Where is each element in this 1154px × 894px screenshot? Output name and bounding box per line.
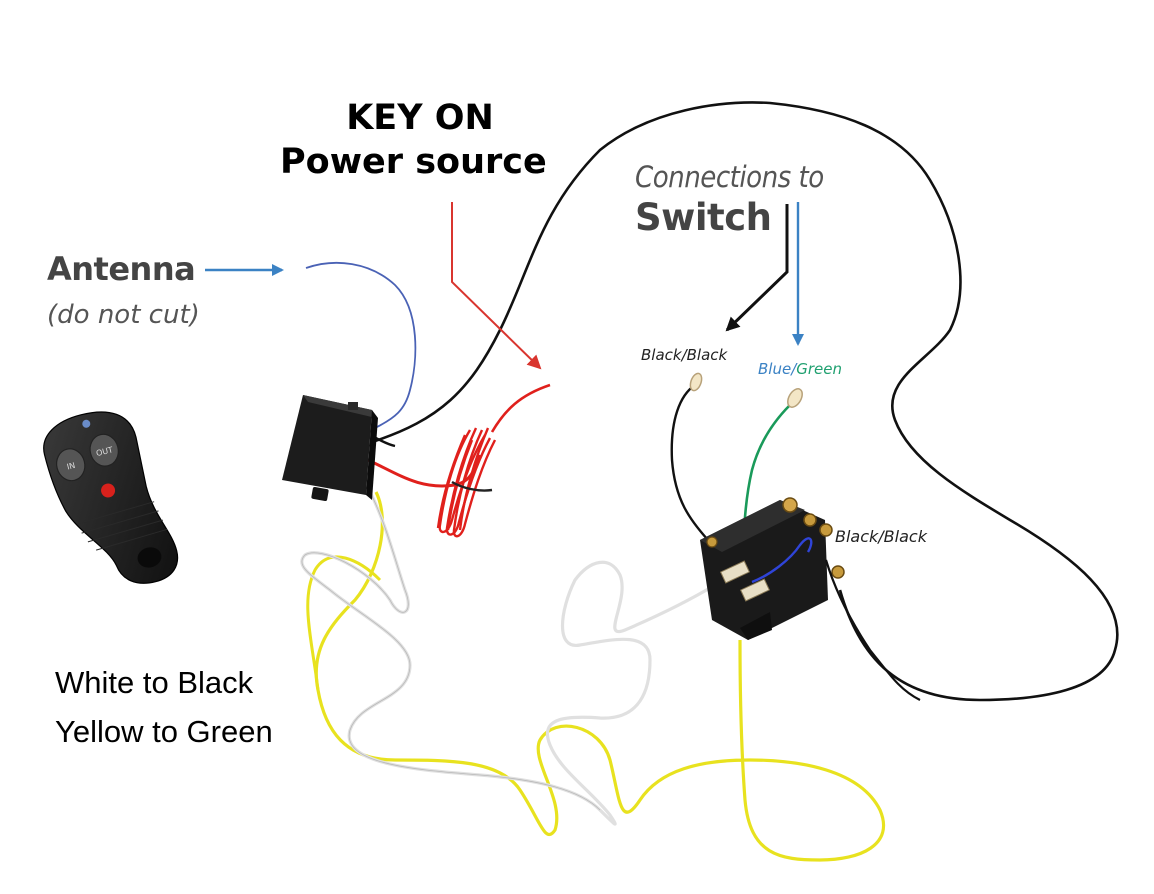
solenoid-switch [700, 497, 845, 640]
black-wire-pigtail [670, 384, 709, 541]
remote-in-label: IN [66, 461, 76, 472]
power-source-arrow [451, 202, 542, 370]
yellow-wire [314, 491, 886, 862]
switch-label: Switch [635, 196, 772, 239]
connections-to-label: Connections to [635, 160, 824, 194]
solenoid-black-out [824, 559, 921, 701]
green-label: Green [796, 360, 843, 378]
black-wire-loop [371, 101, 1119, 702]
remote-control: IN OUT [43, 411, 179, 584]
red-wire-coil [436, 427, 497, 538]
remote-out-label: OUT [95, 445, 114, 458]
blue-label: Blue [758, 360, 792, 378]
white-wire [300, 487, 716, 826]
yellow-to-green-note: Yellow to Green [55, 714, 273, 749]
receiver-box [282, 395, 378, 501]
slash-label: / [791, 360, 797, 378]
antenna-wire [305, 262, 417, 429]
blue-green-label: Blue/Green [758, 360, 842, 378]
green-wire-terminal [787, 388, 803, 408]
key-on-title: KEY ON [346, 98, 494, 138]
black-black-top-label: Black/Black [641, 346, 728, 364]
blue-jumper-wire [751, 537, 813, 584]
power-source-title: Power source [280, 142, 547, 182]
coil-tie [451, 480, 493, 492]
yellow-wire-loop [306, 555, 382, 691]
antenna-label: Antenna [47, 250, 196, 288]
white-to-black-note: White to Black [55, 665, 254, 700]
switch-black-arrow [725, 204, 789, 332]
white-wire-outline [301, 487, 601, 811]
black-black-right-label: Black/Black [835, 527, 927, 546]
do-not-cut-label: (do not cut) [47, 300, 200, 330]
black-wire-terminal [689, 372, 703, 392]
red-power-lead [490, 383, 551, 433]
